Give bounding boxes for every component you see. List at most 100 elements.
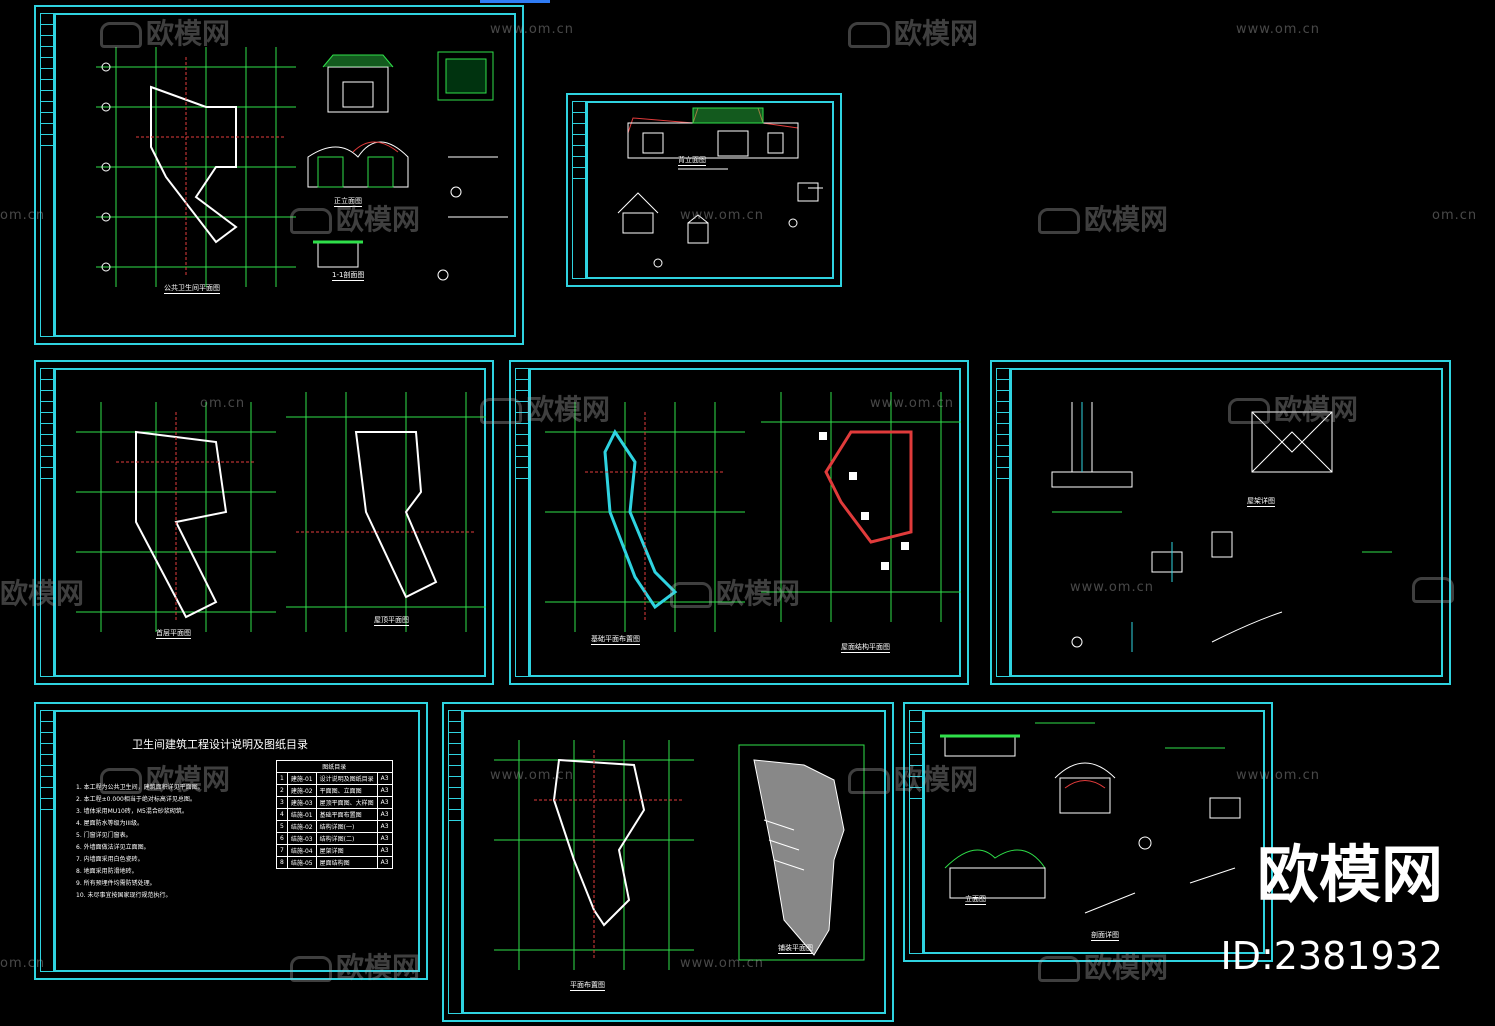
note-line: 3. 墙体采用MU10砖，M5混合砂浆砌筑。 <box>76 808 188 815</box>
layout-plan-caption: 平面布置图 <box>570 981 605 991</box>
sofa-logo-icon <box>670 582 712 608</box>
note-line: 10. 未尽事宜按国家现行规范执行。 <box>76 892 172 899</box>
sofa-logo-icon <box>100 768 142 794</box>
design-notes-title: 卫生间建筑工程设计说明及图纸目录 <box>132 738 308 751</box>
drawing-sheet-3[interactable]: 首层平面图 屋顶平面图 <box>34 360 494 685</box>
elevation-drawing <box>307 51 508 281</box>
watermark-url: www.om.cn <box>1236 22 1320 37</box>
design-notes: 1. 本工程为公共卫生间，建筑面积详见平面图。 2. 本工程±0.000相当于绝… <box>76 782 204 902</box>
watermark-url: www.om.cn <box>680 956 764 971</box>
sheet-border <box>462 710 886 1014</box>
watermark-logo: 欧模网 <box>848 12 978 52</box>
watermark-url: om.cn <box>0 956 46 971</box>
paving-plan <box>738 744 865 961</box>
watermark-url: www.om.cn <box>870 396 954 411</box>
sofa-logo-icon <box>1228 398 1270 424</box>
sofa-logo-icon <box>848 768 890 794</box>
note-line: 5. 门窗详见门窗表。 <box>76 832 132 839</box>
sheet-border <box>54 368 486 677</box>
sofa-logo-icon <box>1038 956 1080 982</box>
drawing-sheet-5[interactable]: 屋架详图 <box>990 360 1451 685</box>
asset-id-label: ID:2381932 <box>1220 934 1443 978</box>
watermark-logo: 欧模网 <box>290 198 420 238</box>
watermark-url: om.cn <box>200 396 246 411</box>
layout-plan <box>494 740 694 970</box>
sheet-border <box>54 13 516 337</box>
title-strip <box>40 368 54 677</box>
structural-details <box>1051 402 1392 652</box>
ground-floor-plan <box>76 402 276 632</box>
rear-elevation-drawing <box>617 107 823 268</box>
drawing-sheet-4[interactable]: 基础平面布置图 屋面结构平面图 <box>509 360 969 685</box>
watermark-url: om.cn <box>0 208 46 223</box>
roof-plan-caption: 屋顶平面图 <box>374 616 409 626</box>
title-strip <box>448 710 462 1014</box>
title-strip <box>909 710 923 954</box>
sofa-logo-icon <box>480 398 522 424</box>
ground-plan-caption: 首层平面图 <box>156 629 191 639</box>
section-detail-caption: 剖面详图 <box>1091 931 1119 941</box>
watermark-url: www.om.cn <box>1070 580 1154 595</box>
watermark-url: om.cn <box>1432 208 1478 223</box>
watermark-logo: 欧模网 <box>100 758 230 798</box>
title-strip <box>515 368 529 677</box>
watermark-logo: 欧模网 <box>1038 946 1168 986</box>
elevation-caption: 立面图 <box>965 895 986 905</box>
roof-plan <box>286 392 486 632</box>
sheet-border <box>1010 368 1443 677</box>
floor-plan-drawing <box>96 47 296 287</box>
elevation-caption: 正立面图 <box>334 197 362 207</box>
elevation-section-details <box>940 722 1241 914</box>
watermark-logo: 欧模网 <box>480 388 610 428</box>
sofa-logo-icon <box>290 956 332 982</box>
section-caption: 1-1剖面图 <box>332 271 365 281</box>
brand-label: 欧模网 <box>1256 838 1443 911</box>
rear-elevation-caption: 背立面图 <box>678 156 706 166</box>
truss-detail-caption: 屋架详图 <box>1247 497 1275 507</box>
sofa-logo-icon <box>1038 208 1080 234</box>
sheet-border <box>529 368 961 677</box>
drawing-sheet-2[interactable]: 背立面图 <box>566 93 842 287</box>
index-header: 图纸目录 <box>276 760 393 773</box>
note-line: 8. 地面采用防滑地砖。 <box>76 868 138 875</box>
watermark-url: www.om.cn <box>490 768 574 783</box>
watermark-url: www.om.cn <box>680 208 764 223</box>
watermark-logo <box>1412 572 1458 605</box>
watermark-logo: 欧模网 <box>670 572 800 612</box>
sofa-logo-icon <box>100 22 142 48</box>
watermark-logo: 欧模网 <box>0 577 85 610</box>
roof-structure-plan <box>761 392 961 622</box>
foundation-plan <box>545 402 745 632</box>
sofa-logo-icon <box>290 208 332 234</box>
note-line: 7. 内墙面采用白色瓷砖。 <box>76 856 144 863</box>
watermark-logo: 欧模网 <box>290 946 420 986</box>
sofa-logo-icon <box>1412 577 1454 603</box>
watermark-logo: 欧模网 <box>848 758 978 798</box>
sheet-border <box>586 101 834 279</box>
drawing-sheet-7[interactable]: 平面布置图 铺装平面图 <box>442 702 894 1022</box>
plan-caption: 公共卫生间平面图 <box>164 284 220 294</box>
note-line: 2. 本工程±0.000相当于绝对标高详见总图。 <box>76 796 196 803</box>
title-strip <box>572 101 586 279</box>
note-line: 9. 所有预埋件均需防锈处理。 <box>76 880 156 887</box>
title-strip <box>996 368 1010 677</box>
watermark-logo: 欧模网 <box>1038 198 1168 238</box>
paving-plan-caption: 铺装平面图 <box>778 944 813 954</box>
sheet-border <box>923 710 1265 954</box>
drawing-sheet-6[interactable]: 卫生间建筑工程设计说明及图纸目录 1. 本工程为公共卫生间，建筑面积详见平面图。… <box>34 702 428 980</box>
sheet-border <box>54 710 420 972</box>
watermark-logo: 欧模网 <box>1228 388 1358 428</box>
sofa-logo-icon <box>848 22 890 48</box>
note-line: 6. 外墙面做法详见立面图。 <box>76 844 150 851</box>
title-strip <box>40 710 54 972</box>
selection-indicator <box>480 0 550 3</box>
drawing-sheet-1[interactable]: 公共卫生间平面图 正立面图 1-1剖面图 <box>34 5 524 345</box>
drawing-sheet-8[interactable]: 立面图 剖面详图 <box>903 702 1273 962</box>
